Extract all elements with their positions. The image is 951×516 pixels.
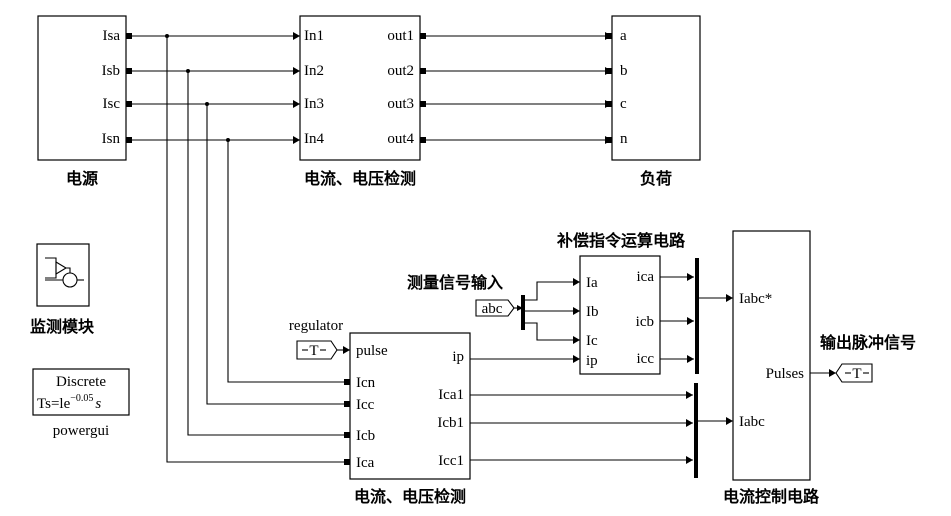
measure-top-in1: In1 <box>304 28 324 44</box>
load-port-n: n <box>620 131 628 147</box>
measure-bottom-block[interactable]: pulse Icn Icc Icb Ica ip Ica1 Icb1 Icc1 <box>349 332 471 480</box>
regulator-from-letter: T <box>309 343 318 359</box>
compensation-ia: Ia <box>586 275 598 291</box>
powergui-caption: powergui <box>53 423 109 439</box>
abc-from-tag[interactable]: abc <box>475 299 515 317</box>
source-port-isa: Isa <box>103 28 121 44</box>
measure-bottom-caption: 电流、电压检测 <box>354 487 466 506</box>
output-pulse-label: 输出脉冲信号 <box>820 333 916 352</box>
measure-bottom-pulse: pulse <box>356 343 388 359</box>
current-control-caption: 电流控制电路 <box>723 487 820 506</box>
abc-from-text: abc <box>482 301 503 317</box>
measure-bottom-ica1: Ica1 <box>438 387 464 403</box>
regulator-label: regulator <box>289 318 343 334</box>
measure-top-in4: In4 <box>304 131 324 147</box>
monitor-caption: 监测模块 <box>30 317 95 336</box>
measure-input-label: 测量信号输入 <box>407 273 503 292</box>
load-port-c: c <box>620 96 627 112</box>
measure-top-block[interactable]: In1 In2 In3 In4 out1 out2 out3 out4 <box>299 15 426 161</box>
load-caption: 负荷 <box>640 169 672 188</box>
pulses-goto-tag[interactable]: T <box>835 363 873 383</box>
current-control-block[interactable]: Iabc* Iabc Pulses <box>732 230 811 481</box>
measure-top-out2: out2 <box>387 63 414 79</box>
measure-bottom-icn: Icn <box>356 375 376 391</box>
regulator-from-tag[interactable]: T <box>296 340 338 360</box>
source-port-isn: Isn <box>102 131 121 147</box>
branch-wires <box>165 34 350 465</box>
current-control-iabc-ref: Iabc* <box>739 291 772 307</box>
measure-top-out1: out1 <box>387 28 414 44</box>
load-block[interactable]: a b c n <box>606 15 701 161</box>
measure-bottom-icc: Icc <box>356 397 375 413</box>
measure-top-out3: out3 <box>387 96 414 112</box>
compensation-caption: 补偿指令运算电路 <box>556 231 686 250</box>
measure-top-in3: In3 <box>304 96 324 112</box>
measure-top-in2: In2 <box>304 63 324 79</box>
compensation-ip: ip <box>586 353 598 369</box>
measure-top-out4: out4 <box>387 131 414 147</box>
compensation-icc: icc <box>637 351 655 367</box>
current-control-iabc: Iabc <box>739 414 765 430</box>
source-block[interactable]: Isa Isb Isc Isn <box>37 15 132 161</box>
load-port-a: a <box>620 28 627 44</box>
compensation-ica: ica <box>637 269 655 285</box>
pulses-goto-letter: T <box>852 366 861 382</box>
current-control-pulses: Pulses <box>766 366 805 382</box>
source-port-isc: Isc <box>103 96 121 112</box>
measure-bottom-icb: Icb <box>356 428 375 444</box>
measure-bottom-ica: Ica <box>356 455 375 471</box>
compensation-block[interactable]: Ia Ib Ic ip ica icb icc <box>579 255 661 375</box>
source-port-isb: Isb <box>102 63 120 79</box>
compensation-ic: Ic <box>586 333 598 349</box>
load-port-b: b <box>620 63 628 79</box>
measure-bottom-icc1: Icc1 <box>438 453 464 469</box>
measure-bottom-icb1: Icb1 <box>437 415 464 431</box>
measure-top-caption: 电流、电压检测 <box>304 169 416 188</box>
measure-bottom-ip: ip <box>452 349 464 365</box>
compensation-icb: icb <box>636 314 654 330</box>
powergui-mode: Discrete <box>56 374 106 390</box>
top-wires <box>132 32 612 144</box>
monitor-block[interactable] <box>36 243 90 307</box>
compensation-ib: Ib <box>586 304 599 320</box>
source-caption: 电源 <box>66 169 98 188</box>
